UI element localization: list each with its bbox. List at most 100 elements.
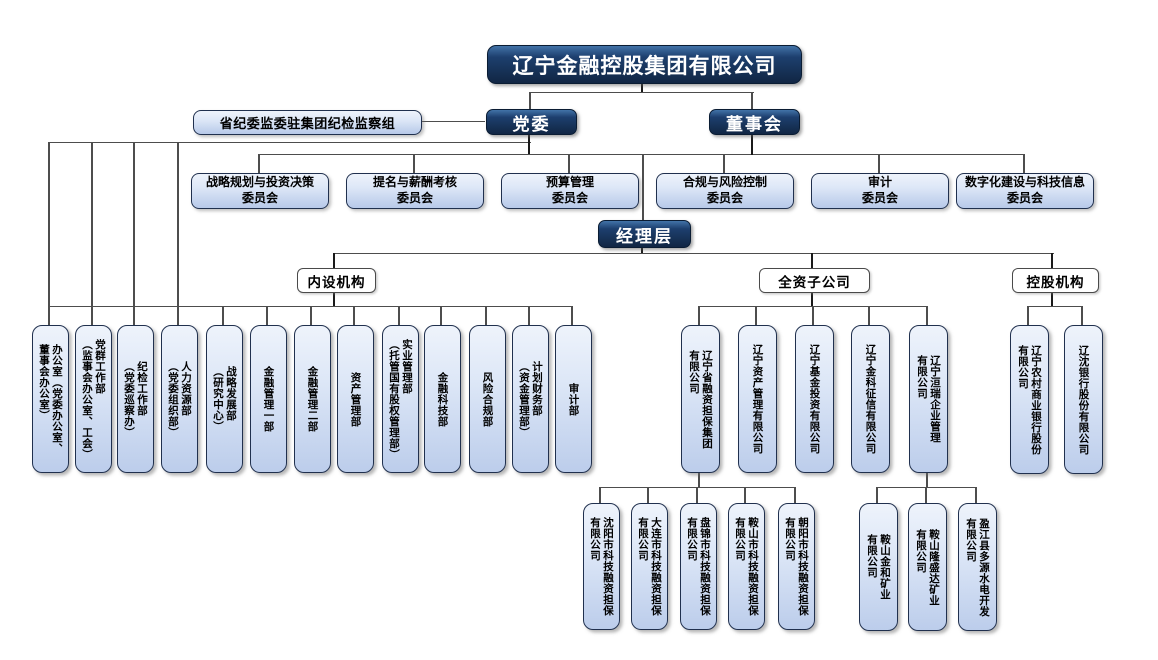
department-box-label: 金融管理二部 xyxy=(306,366,319,432)
group-title: 辽宁金融控股集团有限公司 xyxy=(512,53,777,78)
connector-line xyxy=(48,142,50,326)
committee-box-label: 数字化建设与科技信息 委员会 xyxy=(964,175,1085,205)
holding-company-box: 辽宁农村商业银行股份 有限公司 xyxy=(1009,325,1049,474)
committee-box: 审计 委员会 xyxy=(811,173,949,209)
connector-line xyxy=(413,154,415,174)
department-box-label: 办公室（党委办公室、 董事会办公室） xyxy=(38,344,63,454)
connector-line xyxy=(177,142,179,326)
connector-line xyxy=(750,132,754,155)
committee-box-label: 合规与风险控制 委员会 xyxy=(682,175,767,205)
connector-line xyxy=(222,306,224,326)
department-box-label: 审计部 xyxy=(567,382,580,416)
department-box: 人力资源部 （党委组织部） xyxy=(160,325,198,473)
subsidiary-box: 辽宁资产管理有限公司 xyxy=(737,325,777,473)
wholly-owned-label: 全资子公司 xyxy=(778,274,851,291)
connector-line xyxy=(925,487,927,504)
department-box: 纪检工作部 （党委巡察办） xyxy=(116,325,154,473)
connector-line xyxy=(755,306,757,326)
internal-organs-label: 内设机构 xyxy=(307,274,366,291)
board-of-directors-box: 董事会 xyxy=(709,109,800,135)
connector-line xyxy=(751,92,753,110)
connector-line xyxy=(698,306,700,326)
committee-box: 数字化建设与科技信息 委员会 xyxy=(956,173,1094,209)
connector-line xyxy=(599,487,601,504)
committee-box: 战略规划与投资决策 委员会 xyxy=(191,173,329,209)
enterprise-company-box: 鞍山金和矿业 有限公司 xyxy=(858,503,898,631)
connector-line xyxy=(48,306,50,326)
department-box: 金融科技部 xyxy=(423,325,461,473)
connector-line xyxy=(878,154,880,174)
connector-line xyxy=(642,154,644,220)
connector-line xyxy=(266,306,268,326)
connector-line xyxy=(696,487,698,504)
party-committee-label: 党委 xyxy=(512,114,551,135)
connector-line xyxy=(647,487,649,504)
subsidiary-box-label: 辽宁基金投资有限公司 xyxy=(808,344,821,454)
management-layer-label: 经理层 xyxy=(616,226,673,247)
enterprise-company-box: 盈江县多源水电开发 有限公司 xyxy=(957,503,997,631)
guarantee-company-box: 鞍山市科技融资担保 有限公司 xyxy=(727,503,765,630)
subsidiary-box: 辽宁省融资担保集团 有限公司 xyxy=(680,325,720,473)
connector-line xyxy=(332,290,336,307)
internal-organs-label-box: 内设机构 xyxy=(297,268,376,293)
connector-line xyxy=(975,487,977,504)
connector-line xyxy=(332,253,336,269)
connector-line xyxy=(529,92,531,110)
connector-line xyxy=(640,245,644,254)
department-box-label: 资产管理部 xyxy=(349,371,362,427)
connector-line xyxy=(1081,306,1083,326)
department-box: 办公室（党委办公室、 董事会办公室） xyxy=(31,325,69,473)
subsidiary-box-label: 辽宁资产管理有限公司 xyxy=(751,344,764,454)
department-box: 风险合规部 xyxy=(468,325,506,473)
connector-line xyxy=(876,487,878,504)
holding-label: 控股机构 xyxy=(1026,274,1085,291)
department-box: 战略发展部 （研究中心） xyxy=(205,325,243,473)
connector-line xyxy=(177,306,179,326)
guarantee-company-box: 沈阳市科技融资担保 有限公司 xyxy=(582,503,620,630)
connector-line xyxy=(571,306,573,326)
connector-line xyxy=(398,306,400,326)
committee-box: 预算管理 委员会 xyxy=(501,173,639,209)
connector-line xyxy=(568,154,570,174)
connector-line xyxy=(420,121,485,123)
committee-box: 提名与薪酬考核 委员会 xyxy=(346,173,484,209)
subsidiary-box: 辽宁金科征信有限公司 xyxy=(850,325,890,473)
connector-line xyxy=(528,306,530,326)
party-committee-box: 党委 xyxy=(486,109,577,135)
department-box-label: 党群工作部 （监事会办公室、工会） xyxy=(81,338,106,460)
department-box: 金融管理一部 xyxy=(249,325,287,473)
connector-line xyxy=(812,306,814,326)
department-box-label: 计划财务部 （资金管理部） xyxy=(518,360,543,438)
guarantee-company-box-label: 盘锦市科技融资担保 有限公司 xyxy=(686,517,711,616)
connector-line xyxy=(258,154,260,174)
connector-line xyxy=(926,471,928,488)
connector-line xyxy=(1050,253,1054,269)
holding-label-box: 控股机构 xyxy=(1012,268,1099,293)
department-box-label: 金融科技部 xyxy=(436,371,449,427)
guarantee-company-box-label: 沈阳市科技融资担保 有限公司 xyxy=(589,517,614,616)
connector-line xyxy=(485,306,487,326)
connector-line xyxy=(353,306,355,326)
enterprise-company-box-label: 鞍山金和矿业 有限公司 xyxy=(866,534,891,600)
connector-line xyxy=(91,142,93,326)
enterprise-company-box-label: 鞍山隆盛达矿业 有限公司 xyxy=(915,528,940,606)
department-box-label: 实业管理部 （托管国有股权管理部） xyxy=(388,338,413,460)
subsidiary-box-label: 辽宁省融资担保集团 有限公司 xyxy=(688,349,713,449)
committee-box: 合规与风险控制 委员会 xyxy=(656,173,794,209)
connector-line xyxy=(259,154,1025,156)
board-of-directors-label: 董事会 xyxy=(726,114,783,135)
guarantee-company-box: 盘锦市科技融资担保 有限公司 xyxy=(679,503,717,630)
guarantee-company-box: 朝阳市科技融资担保 有限公司 xyxy=(777,503,815,630)
guarantee-company-box: 大连市科技融资担保 有限公司 xyxy=(630,503,668,630)
discipline-inspection-label: 省纪委监委驻集团纪检监察组 xyxy=(219,117,396,132)
guarantee-company-box-label: 朝阳市科技融资担保 有限公司 xyxy=(784,517,809,616)
connector-line xyxy=(744,487,746,504)
connector-line xyxy=(133,142,135,326)
enterprise-company-box-label: 盈江县多源水电开发 有限公司 xyxy=(965,517,990,617)
connector-line xyxy=(868,306,870,326)
department-box-label: 人力资源部 （党委组织部） xyxy=(167,360,192,438)
connector-line xyxy=(794,487,796,504)
enterprise-company-box: 鞍山隆盛达矿业 有限公司 xyxy=(907,503,947,631)
department-box: 党群工作部 （监事会办公室、工会） xyxy=(74,325,112,473)
